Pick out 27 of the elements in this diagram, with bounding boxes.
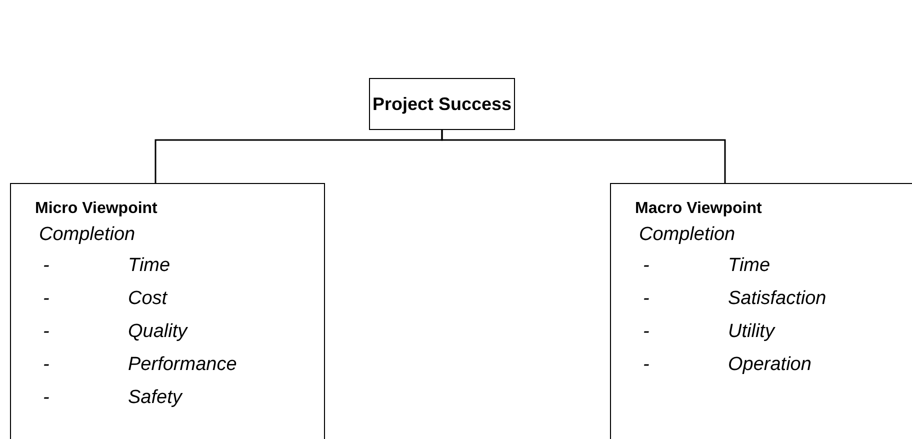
list-item: Cost — [128, 287, 168, 311]
criterion-heading: Completion — [639, 223, 736, 247]
list-dash: - — [643, 353, 650, 377]
list-dash: - — [43, 386, 50, 410]
viewpoint-box — [610, 183, 912, 439]
list-item: Satisfaction — [728, 287, 826, 311]
list-dash: - — [643, 254, 650, 278]
list-dash: - — [643, 287, 650, 311]
list-item: Operation — [728, 353, 812, 377]
box-title: Project Success — [372, 94, 512, 114]
list-dash: - — [43, 254, 50, 278]
list-dash: - — [643, 320, 650, 344]
title-box — [369, 78, 515, 130]
list-dash: - — [43, 320, 50, 344]
list-dash: - — [43, 287, 50, 311]
list-item: Utility — [728, 320, 774, 344]
viewpoint-box — [10, 183, 325, 439]
list-item: Performance — [128, 353, 237, 377]
list-item: Time — [728, 254, 770, 278]
connector-line — [441, 130, 726, 183]
list-item: Quality — [128, 320, 188, 344]
box-heading: Micro Viewpoint — [35, 199, 158, 219]
list-dash: - — [43, 353, 50, 377]
list-item: Safety — [128, 386, 182, 410]
box-heading: Macro Viewpoint — [635, 199, 762, 219]
criterion-heading: Completion — [39, 223, 136, 247]
list-item: Time — [128, 254, 170, 278]
